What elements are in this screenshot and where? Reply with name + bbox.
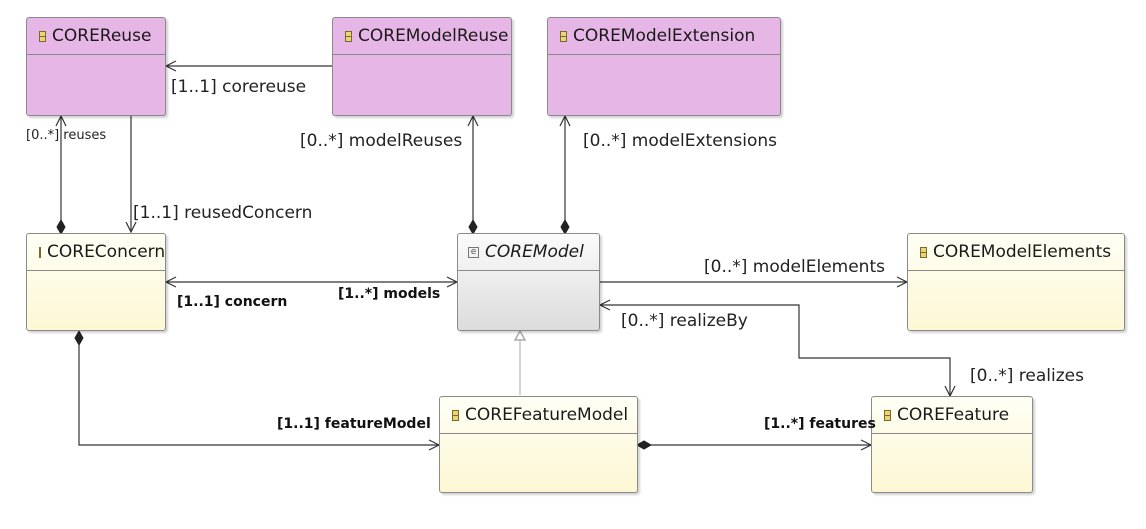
class-core-feature-model[interactable]: COREFeatureModel <box>439 396 638 493</box>
label-models: [1..*] models <box>338 286 441 302</box>
class-icon <box>452 409 459 421</box>
diamond-concern-featuremodel <box>74 329 84 347</box>
class-header: COREModelElements <box>908 234 1124 271</box>
diamond-featuremodel-features <box>635 440 653 450</box>
class-header: e COREModel <box>458 234 599 271</box>
class-name: COREReuse <box>52 26 152 46</box>
label-feature-model: [1..1] featureModel <box>277 416 431 432</box>
class-icon <box>920 246 927 258</box>
class-header: COREModelReuse <box>333 18 511 55</box>
label-concern: [1..1] concern <box>177 294 288 310</box>
label-features: [1..*] features <box>764 416 876 432</box>
label-realize-by: [0..*] realizeBy <box>621 311 748 331</box>
diamond-concern-reuses <box>56 218 66 236</box>
label-model-extensions: [0..*] modelExtensions <box>583 131 778 151</box>
label-model-elements: [0..*] modelElements <box>704 257 885 277</box>
abstract-class-icon: e <box>468 246 479 258</box>
class-core-model-reuse[interactable]: COREModelReuse <box>332 17 512 116</box>
class-name: COREFeatureModel <box>465 405 629 425</box>
label-corereuse: [1..1] corereuse <box>171 77 307 97</box>
class-name: COREModel <box>485 242 584 262</box>
class-icon <box>884 409 891 421</box>
class-core-reuse[interactable]: COREReuse <box>26 17 166 116</box>
class-core-concern[interactable]: COREConcern <box>26 233 166 331</box>
label-realizes: [0..*] realizes <box>970 366 1084 386</box>
class-name: COREFeature <box>897 405 1010 425</box>
class-name: COREModelReuse <box>358 26 509 46</box>
connector-feature-model <box>78 345 439 446</box>
label-model-reuses: [0..*] modelReuses <box>300 131 463 151</box>
class-header: COREConcern <box>27 234 165 271</box>
class-core-feature[interactable]: COREFeature <box>871 396 1033 493</box>
class-name: COREConcern <box>47 242 166 262</box>
label-reuses: [0..*] reuses <box>26 128 107 143</box>
diamond-model-extensions <box>560 218 570 236</box>
class-core-model-elements[interactable]: COREModelElements <box>907 233 1125 331</box>
class-header: COREReuse <box>27 18 165 55</box>
class-header: COREFeatureModel <box>440 397 637 434</box>
class-icon <box>39 246 41 258</box>
class-icon <box>560 30 567 42</box>
class-header: COREFeature <box>872 397 1032 434</box>
class-icon <box>345 30 352 42</box>
class-header: COREModelExtension <box>548 18 780 55</box>
class-name: COREModelExtension <box>573 26 756 46</box>
connector-realizes <box>600 304 951 396</box>
diamond-model-reuses <box>468 218 478 236</box>
class-core-model-extension[interactable]: COREModelExtension <box>547 17 781 116</box>
label-reused-concern: [1..1] reusedConcern <box>133 203 313 223</box>
class-icon <box>39 30 46 42</box>
class-name: COREModelElements <box>933 242 1112 262</box>
generalization-arrowhead <box>513 329 527 341</box>
class-core-model[interactable]: e COREModel <box>457 233 600 331</box>
